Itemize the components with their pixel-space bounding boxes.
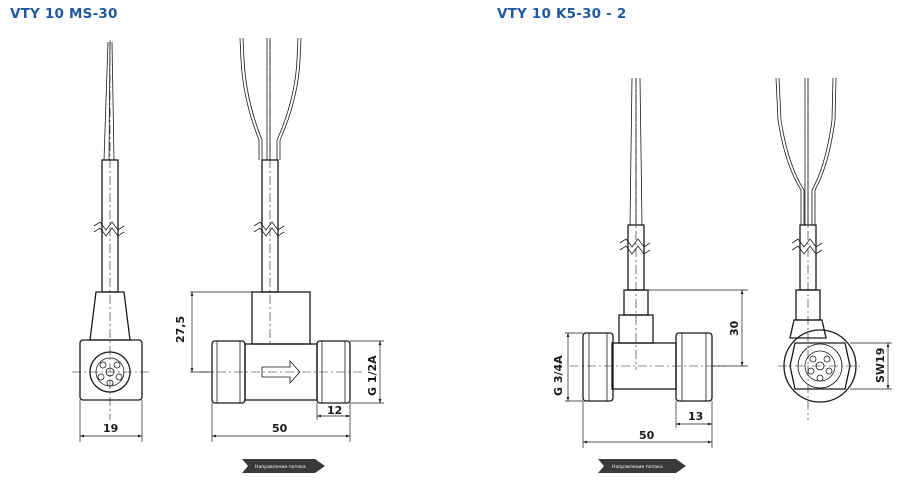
right-front-view <box>565 77 748 448</box>
title-vty10-ms30: VTY 10 MS-30 <box>10 6 118 22</box>
flow-direction-arrow-left <box>242 459 325 473</box>
right-side-view <box>775 77 892 420</box>
dim-height-30: 30 <box>728 320 741 336</box>
dim-length-50-right: 50 <box>639 429 655 442</box>
title-vty10-k5-30-2: VTY 10 K5-30 - 2 <box>497 6 627 22</box>
left-side-view <box>72 40 152 442</box>
dim-thread-length-12: 12 <box>327 404 342 417</box>
flow-direction-label-left: Направление потока <box>255 464 306 470</box>
dim-height-27-5: 27,5 <box>174 316 187 343</box>
flow-direction-label-right: Направление потока <box>612 464 663 470</box>
dim-length-50-left: 50 <box>272 422 288 435</box>
dim-wrench-sw19: SW19 <box>874 348 887 383</box>
dim-thread-g-1-2a: G 1/2A <box>366 355 379 396</box>
dim-thread-length-13: 13 <box>688 410 703 423</box>
dim-width-19: 19 <box>103 422 118 435</box>
flow-direction-arrow-right <box>598 459 686 473</box>
left-front-view <box>190 37 384 442</box>
dim-thread-g-3-4a: G 3/4A <box>552 355 565 396</box>
